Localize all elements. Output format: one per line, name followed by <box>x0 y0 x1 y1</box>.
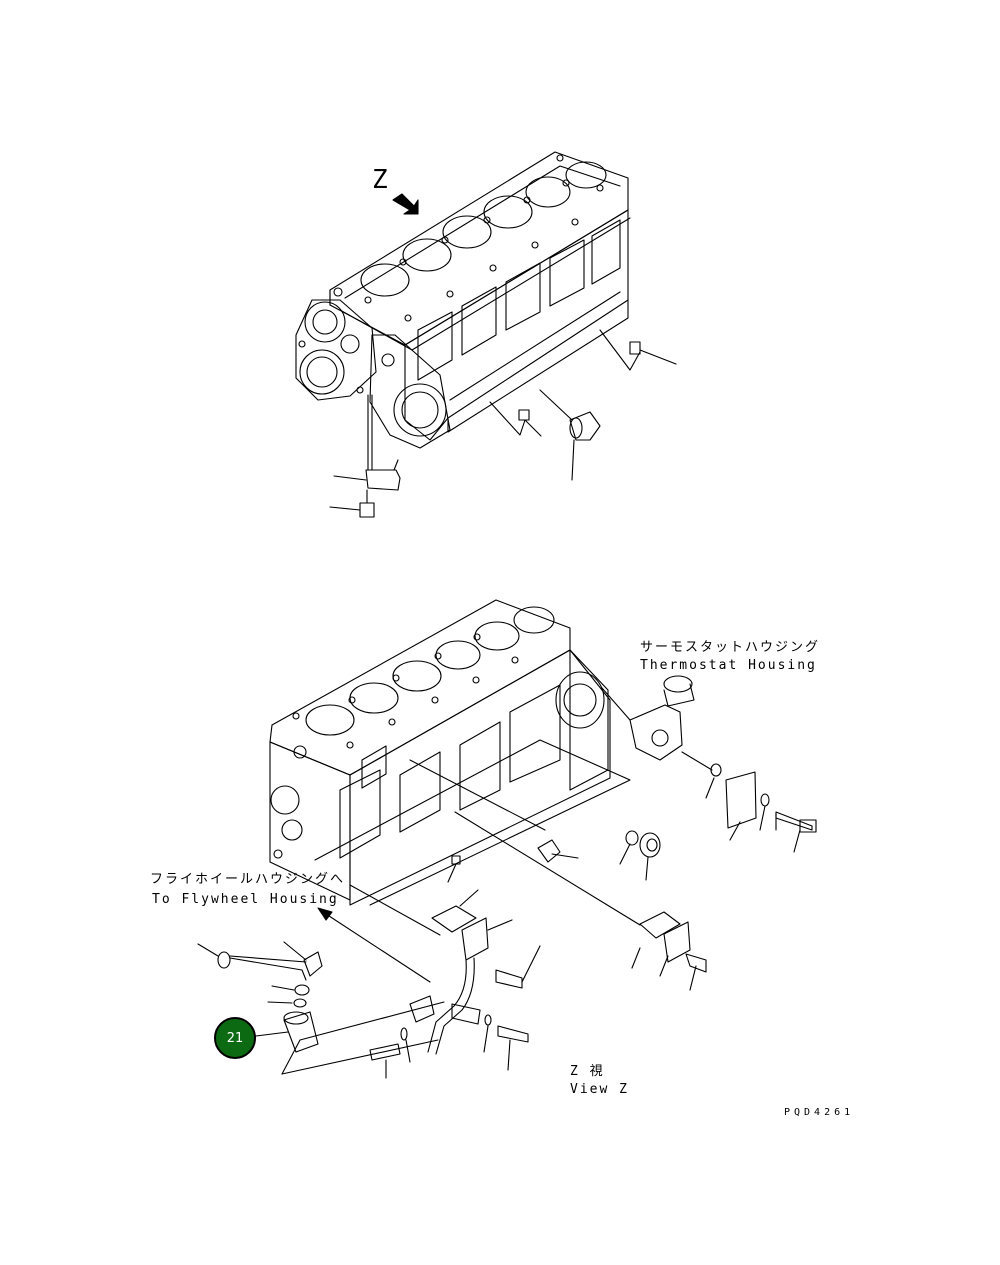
flywheel-direction-arrow <box>317 907 431 983</box>
gasket-covers <box>431 889 707 991</box>
view-z-label-jp: Z 視 <box>570 1064 605 1079</box>
flywheel-housing-label-en: To Flywheel Housing <box>152 892 339 907</box>
upper-engine-block <box>295 151 677 518</box>
drawing-code: PQD4261 <box>784 1107 855 1118</box>
flywheel-housing-label-jp: フライホイールハウジングへ <box>150 872 346 887</box>
thermostat-housing-label-en: Thermostat Housing <box>640 658 817 673</box>
right-fasteners <box>619 751 817 881</box>
lower-engine-block <box>269 599 641 936</box>
thermostat-housing-label-jp: サーモスタットハウジング <box>640 640 821 655</box>
oil-tube-assembly <box>369 945 541 1079</box>
side-sensor <box>447 839 579 883</box>
view-z-marker: Z <box>372 165 388 195</box>
view-z-arrow <box>392 193 419 215</box>
part-callout-21[interactable]: 21 <box>214 1017 256 1059</box>
thermostat-housing-part <box>601 675 695 761</box>
view-z-label-en: View Z <box>570 1082 629 1097</box>
left-fittings <box>197 941 445 1075</box>
